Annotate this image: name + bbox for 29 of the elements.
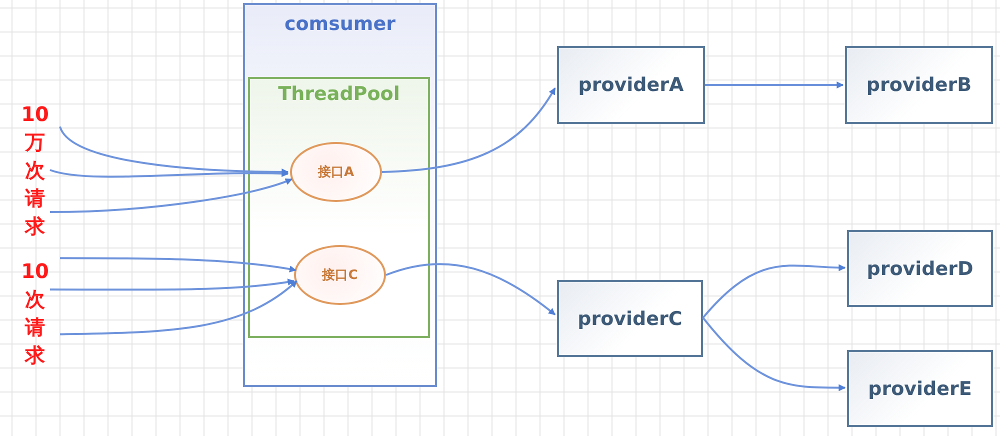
node-label: 接口C <box>320 266 359 284</box>
arrow <box>702 317 846 392</box>
process-box <box>557 280 703 357</box>
arrow <box>702 264 846 318</box>
arrow <box>60 280 298 336</box>
node-label: providerA <box>577 74 685 96</box>
arrow <box>382 88 556 173</box>
vertical-label: 10万次请求 <box>20 100 50 240</box>
container-box <box>243 3 437 387</box>
arrow <box>59 126 289 176</box>
process-box <box>557 46 705 124</box>
process-box <box>845 46 993 124</box>
arrow <box>50 169 289 178</box>
node-label: providerC <box>576 308 684 330</box>
node-label: providerB <box>865 74 973 96</box>
arrow <box>705 82 844 88</box>
node-label: providerE <box>867 378 973 400</box>
container-box <box>248 77 430 338</box>
arrow <box>386 263 556 316</box>
process-box <box>847 230 993 307</box>
arrow <box>50 178 292 213</box>
container-title: comsumer <box>283 13 396 35</box>
container-title: ThreadPool <box>277 83 401 105</box>
arrow <box>50 278 295 291</box>
vertical-label: 10次请求 <box>20 257 50 369</box>
node-label: providerD <box>866 258 974 280</box>
arrow <box>60 257 297 273</box>
process-box <box>847 350 993 427</box>
node-label: 接口A <box>316 164 356 181</box>
